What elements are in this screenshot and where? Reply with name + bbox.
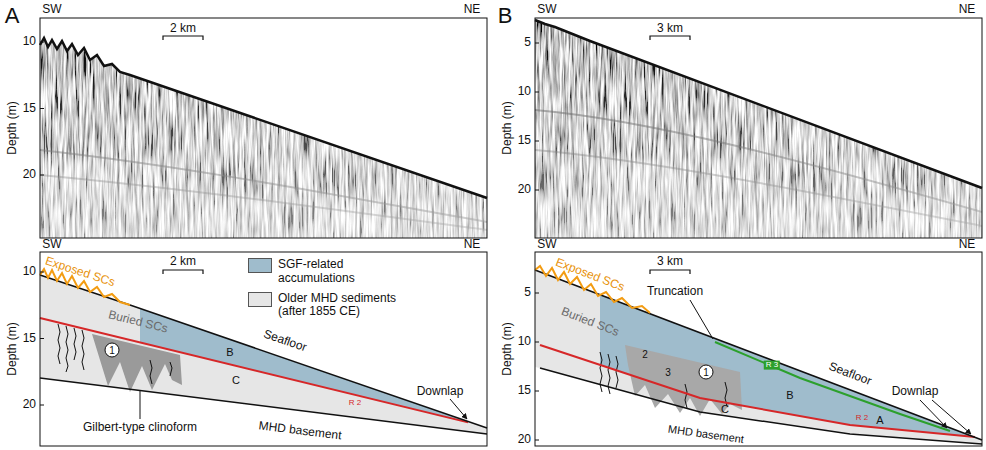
reflector-label: R 2 bbox=[856, 414, 868, 423]
panel-letter: A bbox=[5, 4, 20, 28]
unit-label: C bbox=[232, 374, 240, 386]
callout-number: 2 bbox=[642, 349, 648, 360]
interpretation-a bbox=[40, 269, 487, 434]
scale-label: 3 km bbox=[657, 255, 683, 268]
direction-label: SW bbox=[42, 238, 61, 251]
scale-bar bbox=[163, 36, 203, 40]
direction-label: SW bbox=[537, 238, 556, 251]
legend-swatch bbox=[248, 292, 272, 307]
legend-text: SGF-related accumulations bbox=[278, 258, 403, 286]
tick-label: 15 bbox=[518, 384, 531, 397]
panel-frame bbox=[40, 252, 487, 446]
seafloor-reflector bbox=[535, 20, 982, 188]
feature-label: Downlap bbox=[892, 385, 939, 398]
direction-label: NE bbox=[464, 3, 481, 16]
unit-label: B bbox=[786, 389, 793, 401]
feature-label: Gilbert-type clinoform bbox=[83, 421, 197, 434]
direction-label: SW bbox=[537, 3, 556, 16]
direction-label: NE bbox=[959, 3, 976, 16]
legend-swatch bbox=[248, 258, 272, 273]
scale-label: 3 km bbox=[657, 22, 683, 35]
feature-label: Downlap bbox=[417, 385, 464, 398]
seismic-image bbox=[40, 18, 487, 238]
unit-label: C bbox=[721, 403, 729, 415]
scale-label: 2 km bbox=[170, 255, 196, 268]
unit-label: A bbox=[876, 414, 883, 426]
axis-title: Depth (m) bbox=[6, 322, 19, 375]
surface-label: Seafloor bbox=[262, 327, 309, 354]
seafloor-reflector bbox=[40, 38, 487, 198]
direction-label: NE bbox=[959, 238, 976, 251]
feature-label: Truncation bbox=[647, 285, 703, 298]
legend-entry: Older MHD sediments (after 1855 CE) bbox=[248, 292, 403, 320]
axis-ticks bbox=[40, 42, 539, 440]
callout-number: 1 bbox=[109, 345, 115, 356]
tick-label: 20 bbox=[518, 433, 531, 446]
tick-label: 20 bbox=[23, 398, 36, 411]
tick-label: 10 bbox=[23, 265, 36, 278]
panel-frame bbox=[535, 252, 982, 446]
interpretation-b bbox=[535, 266, 982, 444]
scale-bar bbox=[650, 36, 690, 40]
axis-title: Depth (m) bbox=[6, 101, 19, 154]
tick-label: 10 bbox=[23, 35, 36, 48]
tick-label: 10 bbox=[518, 85, 531, 98]
axis-title: Depth (m) bbox=[501, 322, 514, 375]
tick-label: 10 bbox=[518, 335, 531, 348]
surface-label: MHD basement bbox=[667, 423, 744, 446]
tick-label: 15 bbox=[23, 102, 36, 115]
callout-number: 3 bbox=[665, 367, 671, 378]
direction-label: NE bbox=[464, 238, 481, 251]
direction-label: SW bbox=[42, 3, 61, 16]
surface-label: MHD basement bbox=[258, 419, 342, 442]
reflector-label: R 2 bbox=[349, 399, 361, 408]
tick-label: 20 bbox=[518, 183, 531, 196]
tick-label: 15 bbox=[518, 134, 531, 147]
axis-title: Depth (m) bbox=[501, 101, 514, 154]
tick-label: 5 bbox=[524, 36, 531, 49]
panel-frame bbox=[535, 18, 982, 238]
panel-frame bbox=[40, 18, 487, 238]
seismic-image bbox=[535, 18, 982, 238]
legend: SGF-related accumulationsOlder MHD sedim… bbox=[248, 258, 403, 325]
reflector-label: R 3 bbox=[764, 361, 780, 370]
legend-entry: SGF-related accumulations bbox=[248, 258, 403, 286]
unit-label: B bbox=[226, 346, 233, 358]
panel-letter: B bbox=[498, 4, 513, 28]
legend-text: Older MHD sediments (after 1855 CE) bbox=[278, 292, 403, 320]
callout-number: 1 bbox=[703, 367, 709, 378]
tick-label: 20 bbox=[23, 168, 36, 181]
tick-label: 5 bbox=[524, 286, 531, 299]
scale-label: 2 km bbox=[170, 22, 196, 35]
tick-label: 15 bbox=[23, 332, 36, 345]
